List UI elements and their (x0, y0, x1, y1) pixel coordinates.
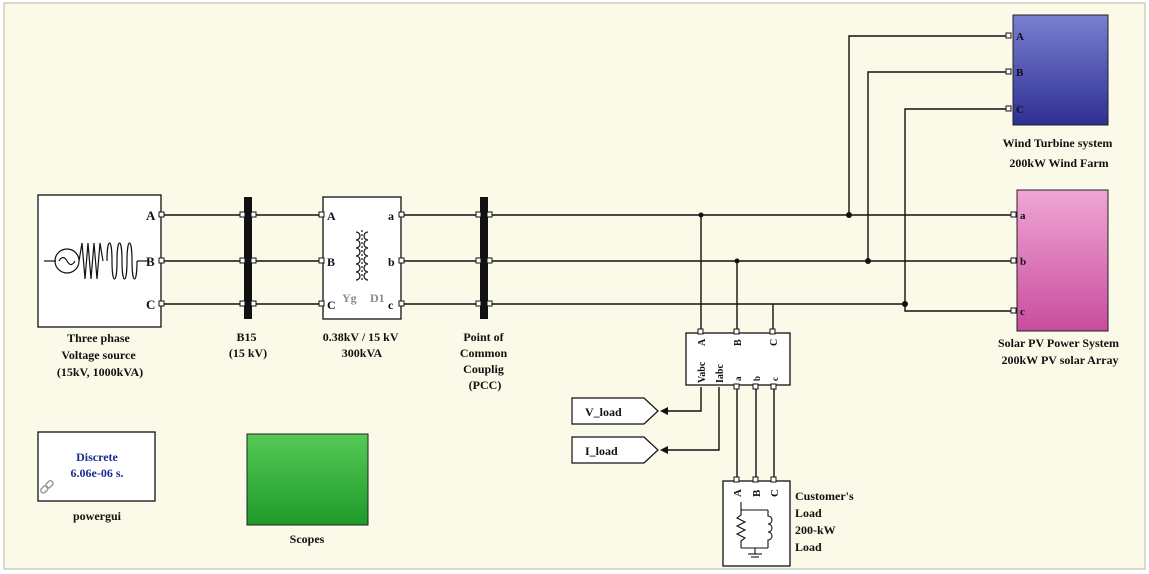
wire-wind-c (904, 108, 1007, 304)
source-port-c: C (146, 297, 155, 312)
load-port-b: B (751, 489, 763, 497)
transformer-port-b-in: B (327, 255, 335, 269)
powergui-step: 6.06e-06 s. (71, 466, 124, 480)
pv-port-c: c (1020, 306, 1025, 318)
svg-text:V_load: V_load (585, 405, 622, 419)
link-icon (40, 480, 54, 494)
transformer-winding-d1: D1 (370, 291, 385, 305)
solar-pv-block[interactable]: a b c (1010, 189, 1109, 332)
wind-turbine-block[interactable]: A B C (1005, 14, 1109, 126)
meas-port-c-bottom: c (770, 377, 780, 381)
source-label: Three phase Voltage source (15kV, 1000kV… (57, 331, 143, 379)
bus-b15-block[interactable] (239, 197, 257, 319)
pcc-label: Point of Common Couplig (PCC) (460, 330, 510, 392)
rl-load-icon (735, 502, 773, 558)
junctions (698, 212, 908, 307)
scopes-label: Scopes (290, 532, 325, 546)
powergui-mode: Discrete (76, 450, 118, 464)
transformer-port-b-out: b (388, 255, 395, 269)
three-phase-source-block[interactable]: A B C (37, 194, 165, 328)
wire-wind-b (867, 71, 1007, 261)
source-waveform-icon (44, 242, 148, 280)
meas-port-b-top: B (733, 339, 744, 346)
transformer-port-a-in: A (327, 209, 336, 223)
wire-wind-a (848, 35, 1007, 215)
wind-port-a: A (1016, 31, 1024, 43)
powergui-label: powergui (73, 509, 122, 523)
arrow-i-load (660, 446, 668, 454)
source-port-b: B (146, 254, 155, 269)
meas-port-b-bottom: b (752, 376, 762, 381)
transformer-port-a-out: a (388, 209, 394, 223)
wind-port-b: B (1016, 67, 1024, 79)
measurement-block[interactable]: A B C Vabc Iabc a b c (685, 328, 791, 390)
transformer-winding-icon (355, 230, 369, 282)
bus-b15-label: B15 (15 kV) (229, 330, 267, 360)
load-port-a: A (732, 489, 744, 497)
pv-label: Solar PV Power System 200kW PV solar Arr… (998, 336, 1122, 367)
pcc-bus-block[interactable] (475, 197, 493, 319)
i-load-tag[interactable]: I_load (571, 436, 659, 464)
transformer-winding-yg: Yg (342, 291, 357, 305)
wind-label: Wind Turbine system 200kW Wind Farm (1003, 136, 1116, 170)
arrow-v-load (660, 407, 668, 415)
svg-text:I_load: I_load (585, 444, 618, 458)
load-port-c: C (769, 489, 781, 497)
pv-port-b: b (1020, 256, 1026, 268)
wiring (162, 35, 1016, 478)
model-canvas (3, 2, 1146, 570)
scopes-block[interactable] (246, 433, 369, 526)
signal-vabc (662, 387, 702, 412)
transformer-port-c-in: C (327, 298, 336, 312)
transformer-label: 0.38kV / 15 kV 300kVA (323, 330, 402, 360)
powergui-block[interactable]: Discrete 6.06e-06 s. (37, 431, 156, 502)
signal-iabc (662, 387, 720, 451)
pv-port-a: a (1020, 210, 1026, 222)
meas-output-iabc: Iabc (715, 364, 726, 383)
meas-port-c-top: C (769, 339, 780, 346)
v-load-tag[interactable]: V_load (571, 397, 659, 425)
source-port-a: A (146, 208, 156, 223)
meas-output-vabc: Vabc (697, 361, 708, 383)
transformer-port-c-out: c (388, 298, 394, 312)
customer-load-block[interactable]: A B C (722, 476, 791, 567)
transformer-block[interactable]: A B C a b c Yg D1 (318, 196, 405, 320)
wind-port-c: C (1016, 104, 1024, 116)
meas-port-a-bottom: a (733, 376, 743, 381)
meas-port-a-top: A (697, 338, 708, 346)
load-label: Customer's Load 200-kW Load (795, 489, 857, 554)
